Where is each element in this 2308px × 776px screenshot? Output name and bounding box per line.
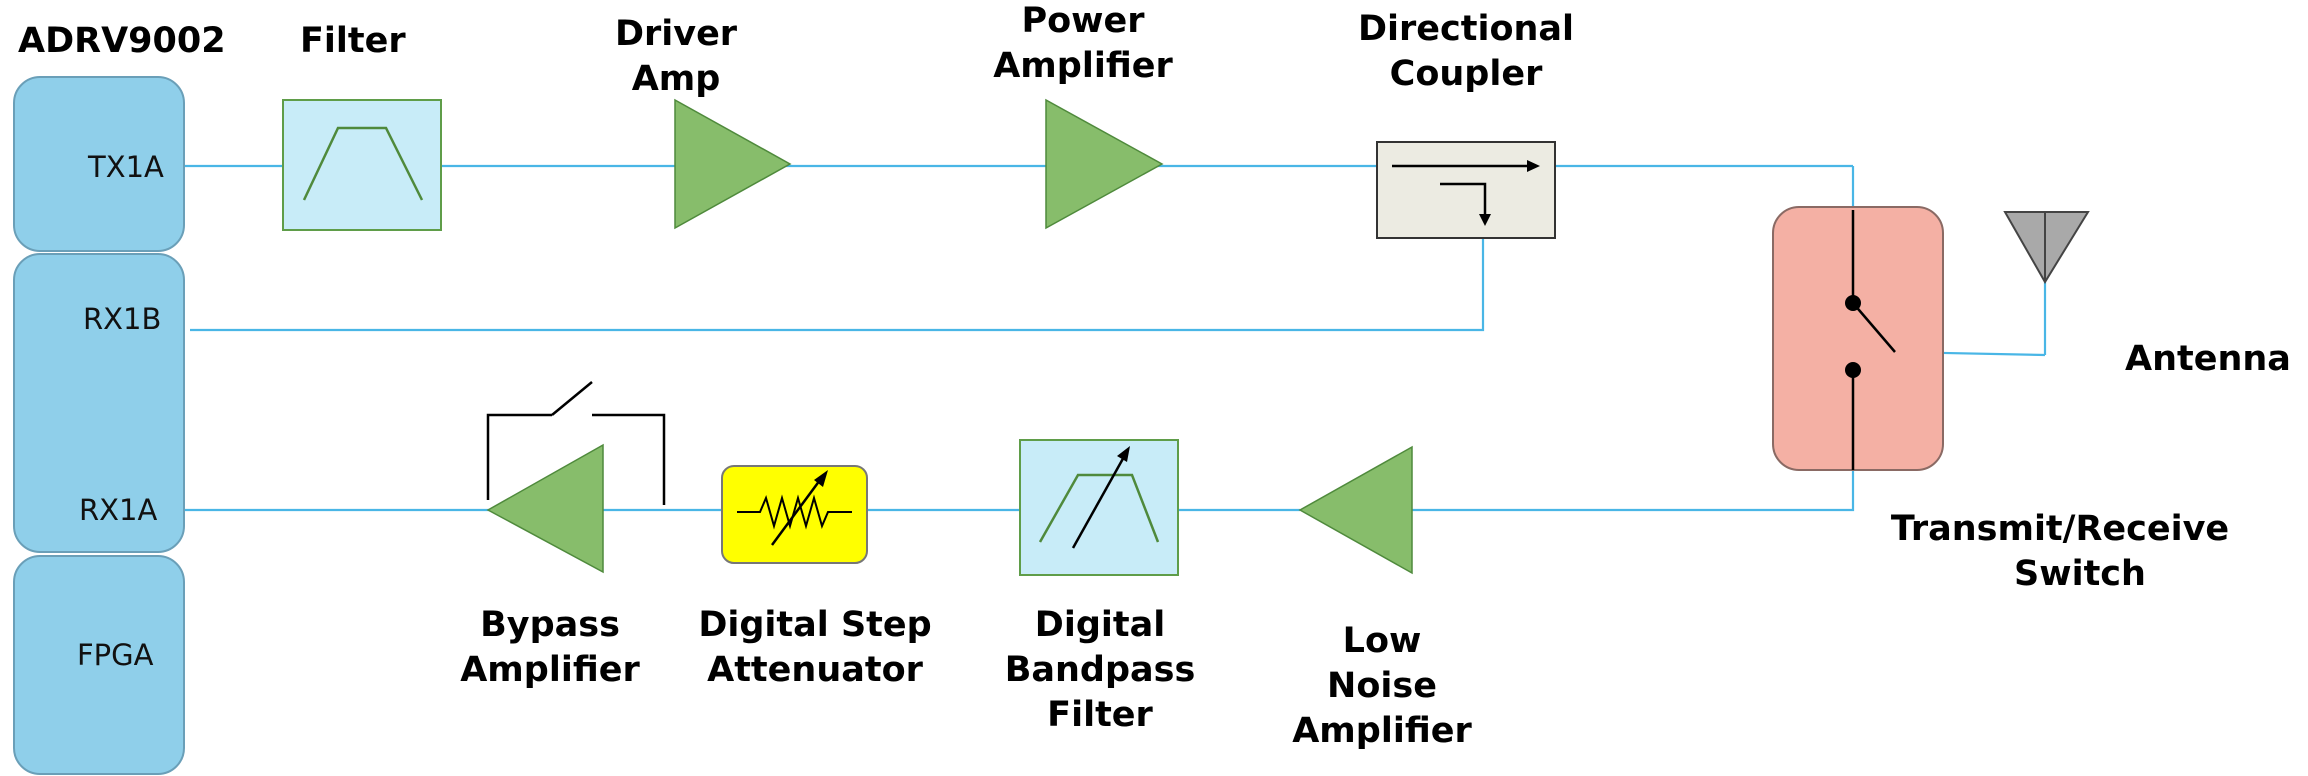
bandpass-label-line3: Filter	[1047, 695, 1153, 735]
tr-switch-box	[1772, 206, 1944, 471]
bypass-amplifier: Bypass Amplifier	[460, 381, 666, 690]
driver-amp-label-line1: Driver	[615, 14, 738, 54]
bandpass-label-line2: Bandpass	[1005, 650, 1196, 690]
bandpass-tuning-arrow-icon	[1071, 454, 1127, 549]
coupler-coupled-arrowhead-icon	[1479, 214, 1491, 226]
antenna: Antenna	[2003, 211, 2291, 379]
bypass-path-right	[592, 413, 666, 505]
wire-coupled-port-to-rx1b	[190, 236, 1485, 332]
antenna-icon	[2003, 211, 2090, 284]
port-fpga-label: FPGA	[77, 638, 154, 672]
bypass-switch-blade-icon	[551, 381, 593, 416]
wire-switch-to-lna	[1412, 470, 1855, 512]
attenuator-label-line2: Attenuator	[707, 650, 924, 690]
lna-label-line1: Low	[1343, 621, 1422, 661]
bandpass-filter-icon	[1038, 473, 1160, 543]
port-rx1a-label: RX1A	[79, 493, 157, 527]
tr-switch-label-line1: Transmit/Receive	[1891, 509, 2229, 549]
filter-box	[282, 99, 442, 231]
adrv9002-chip: ADRV9002 TX1A RX1B RX1A FPGA	[13, 21, 226, 775]
chip-title: ADRV9002	[18, 21, 226, 61]
filter-label: Filter	[300, 21, 406, 61]
driver-amp: Driver Amp	[615, 14, 792, 230]
chip-block-fpga	[13, 555, 185, 775]
coupler-label-line2: Coupler	[1390, 54, 1543, 94]
power-amp-label-line2: Amplifier	[993, 46, 1173, 86]
lna-triangle-icon	[1298, 445, 1413, 575]
coupler-box	[1376, 141, 1556, 239]
tr-switch-arm-icon	[1852, 302, 1896, 353]
coupler-label-line1: Directional	[1358, 9, 1574, 49]
lna-label-line2: Noise	[1327, 666, 1437, 706]
attenuator-variable-arrowhead-icon	[814, 470, 828, 487]
tr-switch: Transmit/Receive Switch	[1772, 206, 2229, 594]
port-tx1a-label: TX1A	[87, 150, 164, 184]
coupler-through-arrowhead-icon	[1527, 160, 1540, 172]
directional-coupler: Directional Coupler	[1358, 9, 1574, 239]
power-amp-triangle-icon	[1045, 98, 1164, 230]
attenuator-variable-arrow-icon	[770, 479, 822, 546]
chip-block-rx	[13, 253, 185, 553]
bypass-label-line1: Bypass	[480, 605, 620, 645]
bypass-path-left	[486, 413, 552, 500]
bandpass-label-line1: Digital	[1035, 605, 1165, 645]
digital-step-attenuator: Digital Step Attenuator	[698, 465, 932, 690]
digital-bandpass-filter: Digital Bandpass Filter	[1005, 439, 1196, 735]
driver-amp-label-line2: Amp	[632, 59, 721, 99]
coupler-coupled-arrow-icon	[1440, 182, 1487, 216]
attenuator-resistor-icon	[737, 494, 852, 530]
bypass-label-line2: Amplifier	[460, 650, 640, 690]
bandpass-filter-box	[1019, 439, 1179, 576]
chip-block-tx	[13, 76, 185, 252]
bypass-amp-triangle-icon	[486, 443, 604, 574]
port-rx1b-label: RX1B	[83, 302, 161, 336]
power-amp-label-line1: Power	[1021, 1, 1145, 41]
power-amplifier: Power Amplifier	[993, 1, 1174, 230]
driver-amp-triangle-icon	[674, 98, 792, 230]
tr-switch-label-line2: Switch	[2014, 554, 2146, 594]
bandpass-tuning-arrowhead-icon	[1117, 446, 1130, 462]
lowpass-filter-icon	[302, 126, 424, 201]
tx-filter: Filter	[282, 21, 442, 231]
antenna-label: Antenna	[2125, 339, 2291, 379]
low-noise-amplifier: Low Noise Amplifier	[1292, 445, 1473, 751]
lna-label-line3: Amplifier	[1292, 711, 1472, 751]
attenuator-label-line1: Digital Step	[698, 605, 931, 645]
